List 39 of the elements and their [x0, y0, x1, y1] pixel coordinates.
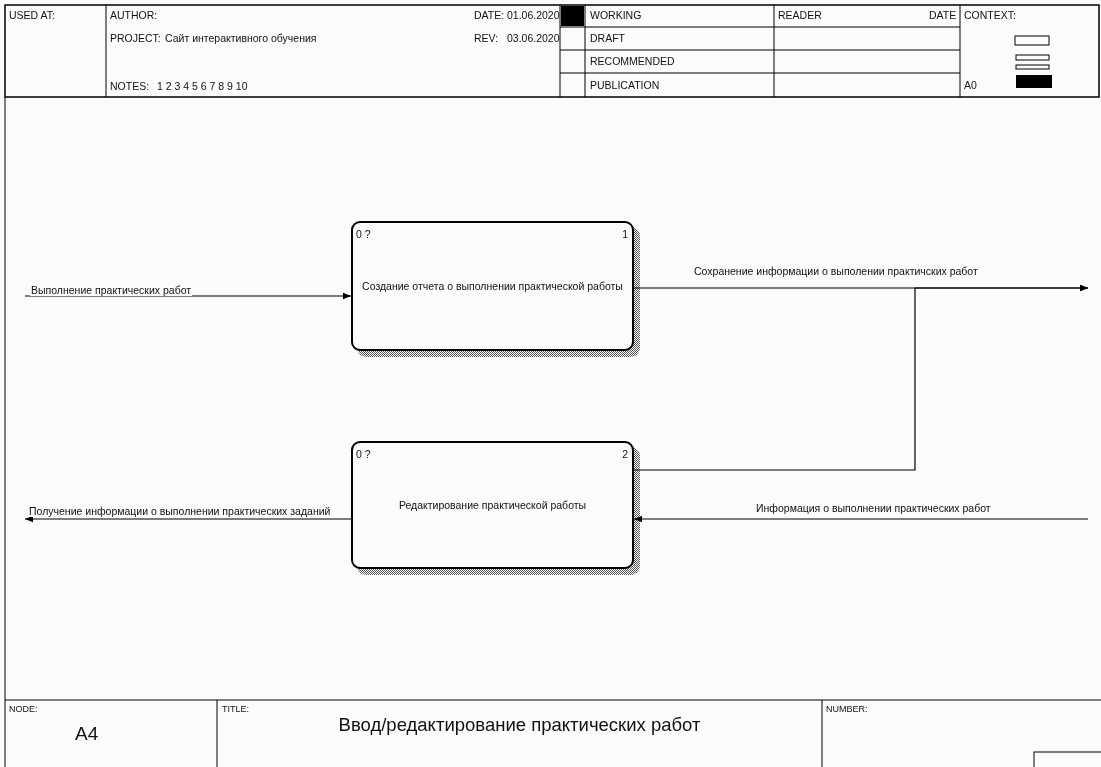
frame-label: CONTEXT:	[964, 9, 1016, 21]
edge-label: Выполнение практических работ	[30, 284, 193, 296]
activity-number: 2	[622, 448, 628, 460]
node-number: A4	[75, 723, 99, 745]
cost-label: 0 ?	[356, 448, 371, 460]
frame-label: DRAFT	[590, 32, 625, 44]
frame-label: 1 2 3 4 5 6 7 8 9 10	[157, 80, 248, 92]
frame-label: DATE	[929, 9, 957, 21]
activity-name: Редактирование практической работы	[397, 499, 588, 511]
frame-label: RECOMMENDED	[590, 55, 675, 67]
diagram-title: Ввод/редактирование практических работ	[337, 714, 702, 736]
frame-label: A0	[964, 79, 977, 91]
frame-label: USED AT:	[9, 9, 55, 21]
arrow	[24, 292, 352, 300]
arrow	[633, 284, 1089, 471]
arrow	[633, 515, 1089, 523]
frame-label: NOTES:	[110, 80, 150, 92]
arrow	[24, 515, 352, 523]
frame-label: WORKING	[590, 9, 642, 21]
frame-label: AUTHOR:	[110, 9, 158, 21]
frame-label: READER	[778, 9, 822, 21]
edge-label: Сохранение информации о выполении практичских работ	[693, 265, 979, 277]
frame-label: NUMBER:	[826, 704, 868, 714]
activity-number: 1	[622, 228, 628, 240]
activity-name: Создание отчета о выполнении практической работы	[361, 280, 624, 292]
frame-label: PUBLICATION	[590, 79, 660, 91]
cost-label: 0 ?	[356, 228, 371, 240]
frame-label: TITLE:	[222, 704, 249, 714]
edge-label: Получение информации о выполнении практических заданий	[28, 505, 332, 517]
edge-label: Информация о выполнении практических работ	[755, 502, 992, 514]
frame-label: DATE:	[474, 9, 505, 21]
frame-label: NODE:	[9, 704, 38, 714]
activity-box	[351, 221, 634, 351]
frame-label: REV:	[474, 32, 499, 44]
activity-box	[351, 441, 634, 569]
frame-label: 01.06.2020	[507, 9, 560, 21]
frame-label: 03.06.2020	[507, 32, 560, 44]
frame-label: PROJECT:	[110, 32, 161, 44]
frame-label: Сайт интерактивного обучения	[165, 32, 317, 44]
